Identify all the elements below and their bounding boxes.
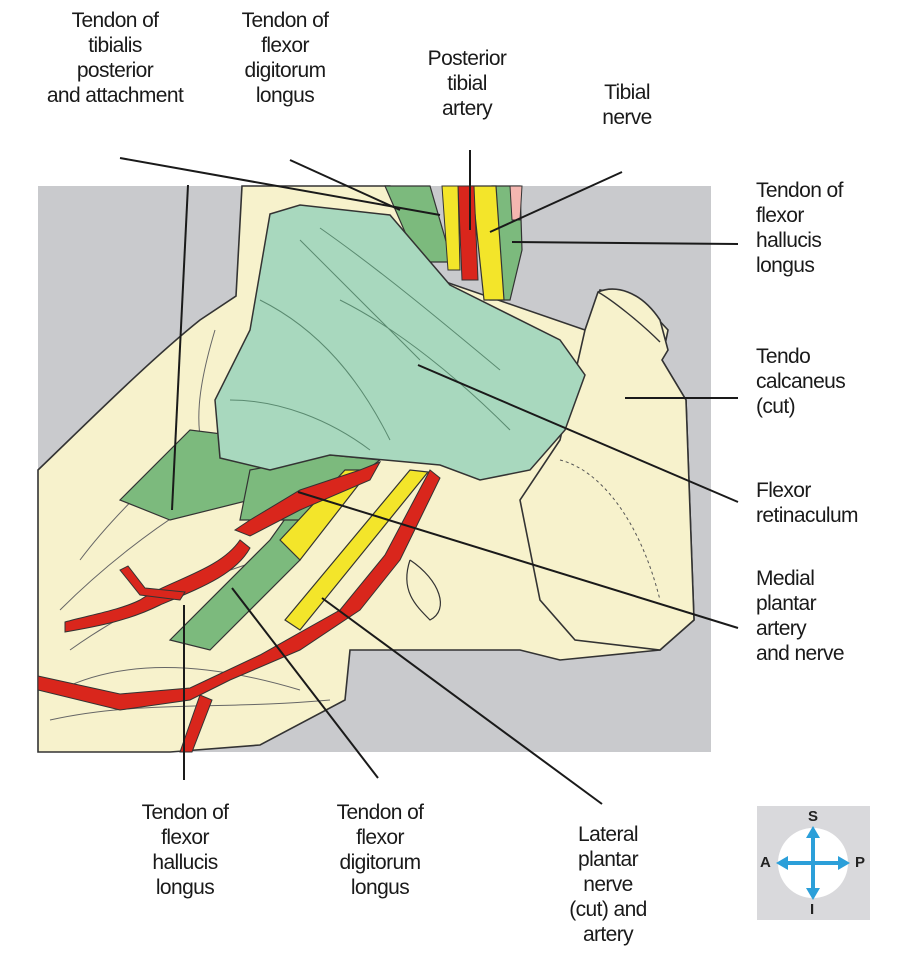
label-flexor-retinaculum: Flexor retinaculum: [756, 478, 901, 528]
label-tendon-fdl-top: Tendon of flexor digitorum longus: [220, 8, 350, 108]
orientation-anterior: A: [760, 855, 771, 871]
orientation-superior: S: [808, 809, 818, 825]
label-tibial-nerve: Tibial nerve: [582, 80, 672, 130]
pink-vessel: [510, 186, 522, 220]
label-tendon-fdl-bottom: Tendon of flexor digitorum longus: [305, 800, 455, 900]
label-tendo-calcaneus: Tendo calcaneus (cut): [756, 344, 901, 419]
orientation-posterior: P: [855, 855, 865, 871]
label-medial-plantar: Medial plantar artery and nerve: [756, 566, 901, 666]
label-lateral-plantar: Lateral plantar nerve (cut) and artery: [548, 822, 668, 947]
label-tendon-fhl-right: Tendon of flexor hallucis longus: [756, 178, 901, 278]
label-tendon-tibialis-posterior: Tendon of tibialis posterior and attachm…: [10, 8, 220, 108]
orientation-inferior: I: [810, 902, 814, 918]
label-posterior-tibial-artery: Posterior tibial artery: [402, 46, 532, 121]
artery-column-red: [458, 186, 478, 280]
label-tendon-fhl-bottom: Tendon of flexor hallucis longus: [110, 800, 260, 900]
orientation-compass: S I A P: [757, 806, 870, 920]
